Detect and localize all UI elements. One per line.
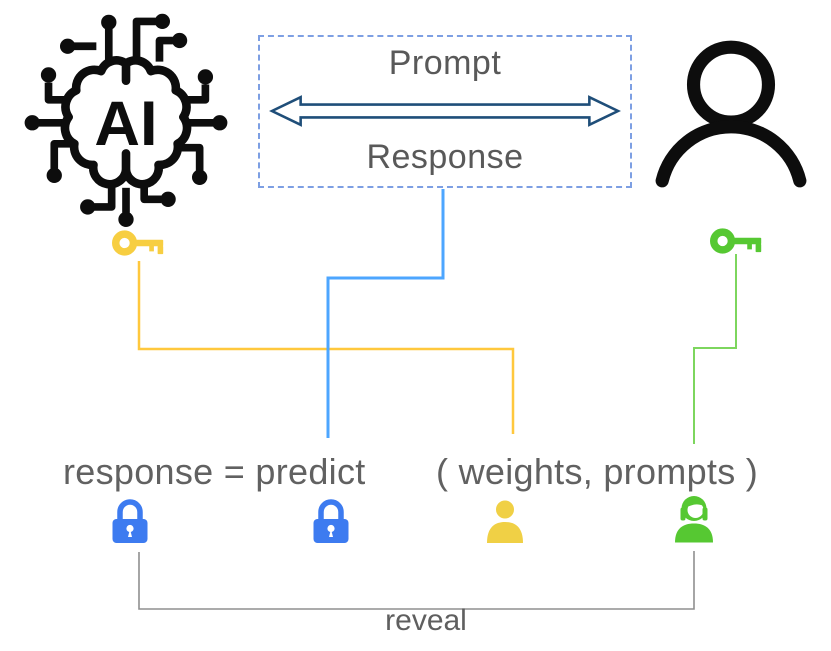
prompt-label: Prompt xyxy=(388,44,502,82)
response-lock-icon xyxy=(112,499,148,543)
double-arrow-icon xyxy=(269,94,621,127)
response-label: Response xyxy=(366,137,524,176)
reveal-bracket-line xyxy=(138,551,695,610)
predict-lock-icon xyxy=(313,499,349,543)
prompts-connector-line xyxy=(693,254,737,444)
prompt-response-box: Prompt Response xyxy=(258,35,632,188)
ai-key-icon xyxy=(112,230,164,256)
reveal-label: reveal xyxy=(385,604,467,637)
ai-brain-chip-icon: AI xyxy=(24,13,228,228)
formula-args: ( weights, prompts ) xyxy=(436,451,759,492)
exchange-box-connector-line xyxy=(326,189,445,438)
prompts-person-icon xyxy=(675,496,713,543)
user-icon xyxy=(655,40,807,188)
weights-connector-line xyxy=(137,261,515,434)
formula-lhs: response = predict xyxy=(63,451,366,492)
ai-brain-label: AI xyxy=(94,89,157,159)
weights-person-icon xyxy=(487,500,523,543)
user-key-icon xyxy=(710,228,762,254)
